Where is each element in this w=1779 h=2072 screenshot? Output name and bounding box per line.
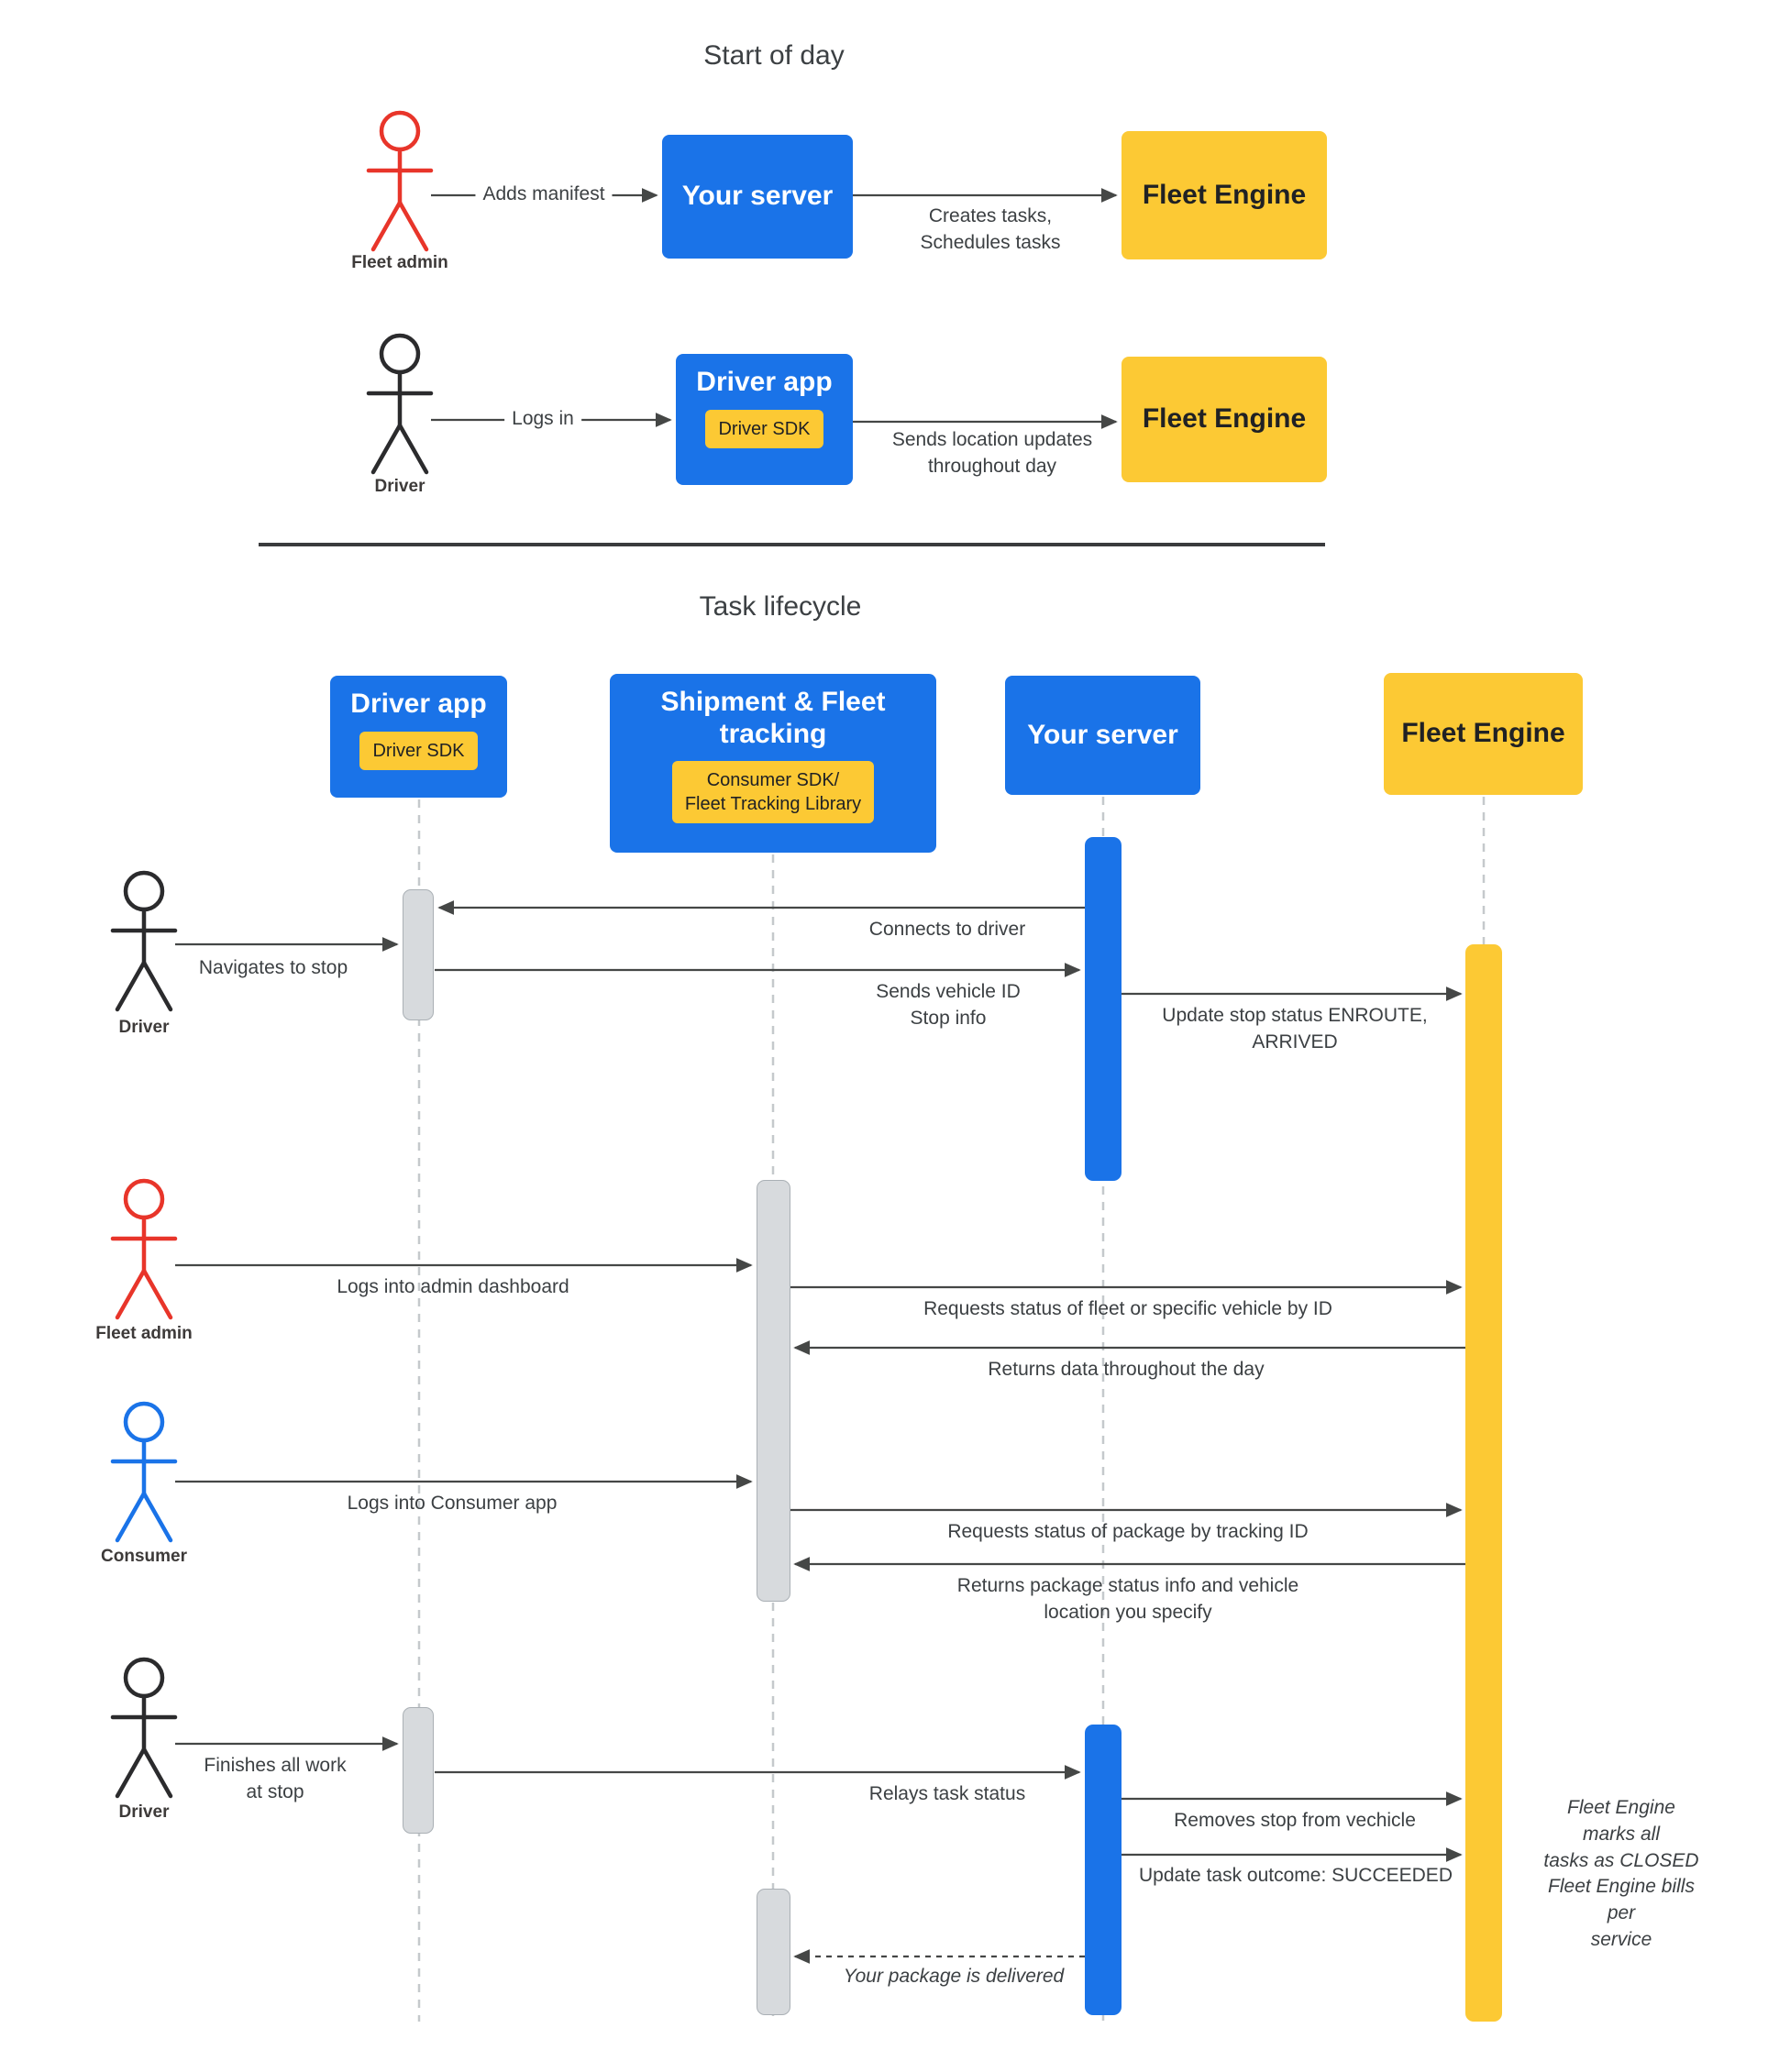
msg-logs-into-admin: Logs into admin dashboard [337, 1276, 569, 1297]
msg-adds-manifest: Adds manifest [475, 182, 613, 208]
msg-requests-fleet-status: Requests status of fleet or specific veh… [923, 1298, 1332, 1319]
your-server-lifeline-header: Your server [1005, 676, 1200, 795]
msg-update-stop-status: Update stop status ENROUTE, ARRIVED [1162, 1005, 1428, 1053]
fleet-engine-label-lifeline: Fleet Engine [1401, 718, 1565, 749]
fleet-admin-start-person-icon [366, 110, 434, 252]
msg-logs-in: Logs in [504, 406, 581, 433]
fleet-engine-label-row1: Fleet Engine [1142, 179, 1307, 210]
activation-driver-app-1 [403, 889, 434, 1020]
driver-sdk-chip-lifeline: Driver SDK [359, 731, 478, 770]
message-arrows [175, 188, 1465, 1862]
msg-connects-to-driver: Connects to driver [868, 919, 1026, 940]
driver-sdk-chip-start: Driver SDK [705, 409, 823, 448]
msg-requests-package-status: Requests status of package by tracking I… [947, 1521, 1309, 1542]
msg-creates-tasks: Creates tasks, Schedules tasks [920, 205, 1061, 253]
fleet-engine-node-row1: Fleet Engine [1122, 131, 1327, 259]
msg-returns-package-status: Returns package status info and vehicle … [956, 1575, 1299, 1623]
consumer-person-icon [110, 1401, 178, 1543]
driver-top-person-icon [110, 870, 178, 1012]
driver-app-title-start: Driver app [696, 367, 833, 397]
consumer-label: Consumer [101, 1547, 187, 1566]
driver-start-person-icon [366, 333, 434, 475]
driver-bottom-person-icon [110, 1657, 178, 1799]
fleet-engine-node-row2: Fleet Engine [1122, 357, 1327, 482]
msg-navigates-to-stop: Navigates to stop [198, 957, 348, 978]
your-server-label-lifeline: Your server [1027, 719, 1178, 750]
fleet-engine-label-row2: Fleet Engine [1142, 403, 1307, 435]
consumer-sdk-chip: Consumer SDK/ Fleet Tracking Library [671, 761, 875, 823]
msg-removes-stop: Removes stop from vechicle [1174, 1810, 1416, 1831]
activation-tracking-2 [757, 1889, 790, 2015]
msg-sends-vehicle-id: Sends vehicle ID Stop info [876, 981, 1021, 1029]
msg-package-delivered: Your package is delivered [843, 1966, 1065, 1987]
shipment-tracking-title: Shipment & Fleet tracking [660, 687, 886, 749]
your-server-label: Your server [681, 181, 834, 212]
fleet-admin-lifecycle-person-icon [110, 1178, 178, 1320]
fleet-engine-lifeline-header: Fleet Engine [1384, 673, 1583, 795]
activation-tracking-1 [757, 1180, 790, 1602]
msg-finishes-work: Finishes all work at stop [204, 1755, 347, 1802]
driver-app-lifeline-header: Driver app Driver SDK [330, 676, 507, 798]
msg-update-task-outcome: Update task outcome: SUCCEEDED [1139, 1865, 1453, 1886]
driver-start-label: Driver [374, 477, 425, 496]
msg-logs-into-consumer: Logs into Consumer app [347, 1493, 558, 1514]
driver-top-label: Driver [118, 1018, 170, 1037]
driver-bottom-label: Driver [118, 1802, 170, 1822]
task-lifecycle-title: Task lifecycle [699, 591, 862, 622]
msg-returns-data: Returns data throughout the day [988, 1359, 1265, 1380]
activation-your-server-2 [1085, 1725, 1122, 2015]
start-of-day-title: Start of day [703, 40, 845, 71]
driver-app-node-start: Driver app Driver SDK [676, 354, 853, 485]
shipment-tracking-lifeline-header: Shipment & Fleet tracking Consumer SDK/ … [610, 674, 936, 853]
activation-fleet-engine [1465, 944, 1502, 2022]
fleet-admin-lifecycle-label: Fleet admin [95, 1324, 193, 1343]
activation-driver-app-2 [403, 1707, 434, 1834]
msg-relays-task-status: Relays task status [868, 1783, 1026, 1804]
note-bills-per-service: Fleet Engine bills per service [1548, 1876, 1695, 1950]
activation-your-server-1 [1085, 837, 1122, 1181]
fleet-admin-start-label: Fleet admin [351, 253, 448, 272]
msg-sends-location: Sends location updates throughout day [891, 429, 1093, 477]
note-tasks-closed: Fleet Engine marks all tasks as CLOSED [1543, 1797, 1699, 1871]
your-server-node-start: Your server [662, 135, 853, 259]
driver-app-title-lifeline: Driver app [350, 689, 487, 719]
